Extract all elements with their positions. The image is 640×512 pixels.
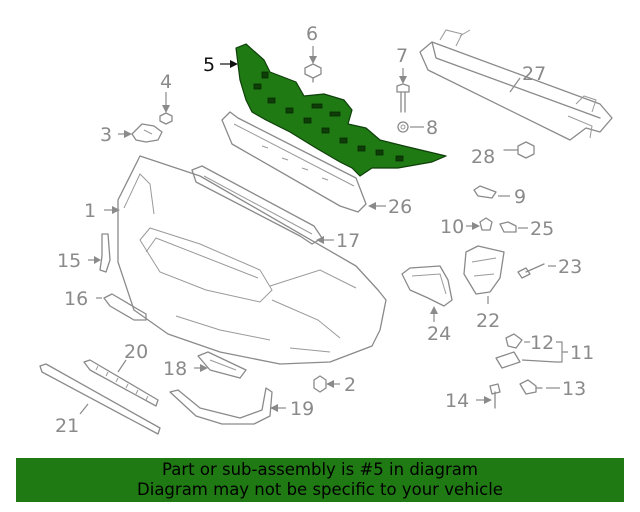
callout-14: 14: [445, 390, 492, 412]
part-25-bolt: [499, 221, 517, 233]
callout-11: 11: [521, 341, 594, 364]
part-27-bumper-reinforcement: [419, 29, 613, 141]
svg-text:8: 8: [426, 117, 438, 139]
svg-text:11: 11: [570, 342, 594, 364]
part-17-absorber: [191, 165, 323, 245]
callout-5: 5: [203, 54, 238, 76]
svg-text:23: 23: [558, 256, 582, 278]
callout-6: 6: [306, 23, 318, 64]
part-23-bolt: [517, 263, 545, 279]
callout-27: 27: [509, 63, 546, 93]
callout-8: 8: [410, 117, 438, 139]
callout-17: 17: [316, 230, 360, 252]
svg-text:7: 7: [396, 45, 408, 67]
part-16-trim: [103, 293, 147, 321]
svg-text:2: 2: [344, 374, 356, 396]
part-24-bracket: [401, 265, 453, 307]
part-4-screw: [159, 112, 173, 125]
svg-text:14: 14: [445, 390, 469, 412]
callout-4: 4: [160, 71, 172, 113]
part-1-bumper-cover: [117, 155, 387, 365]
part-21-strip: [39, 363, 161, 435]
callout-7: 7: [396, 45, 408, 84]
svg-text:3: 3: [100, 124, 112, 146]
part-14-bolt: [489, 383, 501, 409]
svg-text:12: 12: [530, 332, 554, 354]
part-5-highlighted-bracket: [235, 43, 447, 177]
callout-12: 12: [524, 332, 554, 354]
callout-26: 26: [368, 196, 412, 218]
svg-text:1: 1: [84, 200, 96, 222]
svg-text:22: 22: [476, 310, 500, 332]
callout-13: 13: [546, 378, 586, 400]
callout-16: 16: [64, 288, 102, 310]
part-7-bolt: [396, 83, 410, 113]
callout-21: 21: [55, 403, 89, 437]
svg-text:9: 9: [514, 186, 526, 208]
svg-text:4: 4: [160, 71, 172, 93]
part-12-clip: [505, 333, 523, 349]
part-8-nut: [397, 121, 409, 133]
svg-text:27: 27: [522, 63, 546, 85]
callout-20: 20: [117, 341, 148, 373]
part-19-trim: [169, 387, 273, 425]
banner-line-part: Part or sub-assembly is #5 in diagram: [162, 460, 478, 479]
callout-25: 25: [518, 218, 554, 240]
callout-3: 3: [100, 124, 132, 146]
callout-18: 18: [163, 358, 208, 380]
svg-text:24: 24: [427, 323, 451, 345]
part-6-bolt: [304, 63, 322, 83]
svg-text:16: 16: [64, 288, 88, 310]
svg-text:25: 25: [530, 218, 554, 240]
callout-23: 23: [548, 256, 582, 278]
part-22-bracket: [463, 245, 505, 295]
svg-text:28: 28: [471, 146, 495, 168]
part-10-fastener: [479, 217, 493, 231]
part-26-absorber: [221, 111, 367, 213]
svg-text:17: 17: [336, 230, 360, 252]
part-9-clip: [473, 185, 497, 199]
svg-text:20: 20: [124, 341, 148, 363]
callout-15: 15: [57, 250, 101, 272]
svg-text:19: 19: [290, 398, 314, 420]
svg-text:5: 5: [203, 54, 215, 76]
svg-text:6: 6: [306, 23, 318, 45]
svg-text:18: 18: [163, 358, 187, 380]
callout-9: 9: [498, 186, 526, 208]
svg-text:21: 21: [55, 415, 79, 437]
svg-text:15: 15: [57, 250, 81, 272]
svg-text:26: 26: [388, 196, 412, 218]
part-20-grille-strip: [83, 359, 159, 407]
svg-text:13: 13: [562, 378, 586, 400]
banner-line-disclaimer: Diagram may not be specific to your vehi…: [137, 480, 503, 499]
part-18-trim: [197, 351, 247, 379]
part-13-bolt: [519, 379, 543, 395]
part-28-bolt: [503, 141, 535, 159]
svg-text:10: 10: [440, 216, 464, 238]
callout-28: 28: [471, 146, 495, 168]
callout-10: 10: [440, 216, 480, 238]
callout-2: 2: [326, 374, 356, 396]
callout-1: 1: [84, 200, 120, 222]
callout-22: 22: [476, 296, 500, 332]
callout-24: 24: [427, 306, 451, 345]
parts-diagram: 27 5 6 7: [39, 23, 613, 437]
part-3-bracket: [131, 123, 163, 143]
part-15-trim: [99, 233, 111, 273]
part-11-clip: [495, 351, 521, 369]
part-2-screw: [313, 375, 327, 393]
callout-19: 19: [270, 398, 314, 420]
vehicle-disclaimer-banner: Part or sub-assembly is #5 in diagram Di…: [16, 458, 624, 502]
